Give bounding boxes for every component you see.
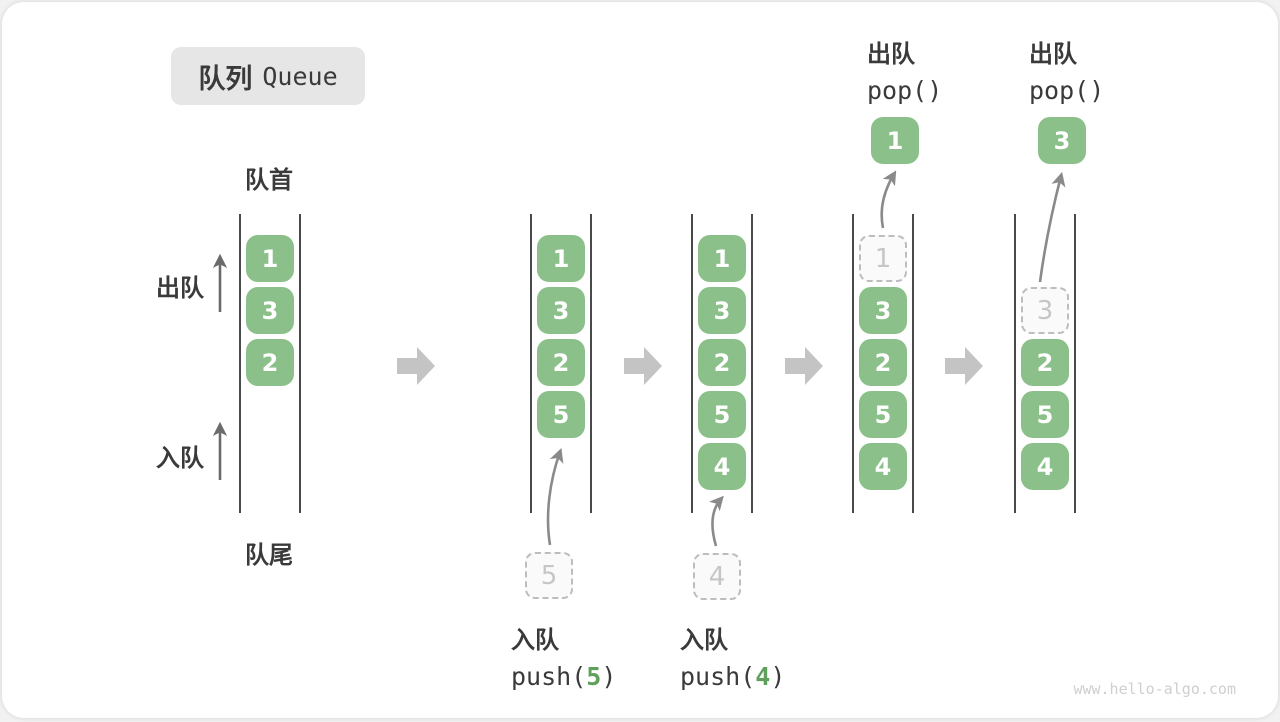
queue-cell: 3 xyxy=(698,287,746,334)
queue-wall xyxy=(530,214,532,513)
watermark: www.hello-algo.com xyxy=(1073,680,1236,698)
queue-cell: 4 xyxy=(1021,443,1069,490)
push-4-op-label: 入队 push(4) xyxy=(680,620,785,691)
queue-wall xyxy=(751,214,753,513)
dequeue-op-zh: 出队 xyxy=(1029,41,1077,68)
queue-cell: 1 xyxy=(698,235,746,282)
queue-wall xyxy=(299,214,301,513)
queue-cell: 3 xyxy=(859,287,907,334)
incoming-value-box: 4 xyxy=(693,553,741,600)
state-transition-arrow-icon xyxy=(624,347,662,385)
state-transition-arrow-icon xyxy=(785,347,823,385)
queue-cell: 4 xyxy=(859,443,907,490)
queue-wall xyxy=(1074,214,1076,513)
enqueue-op-zh: 入队 xyxy=(680,627,728,654)
queue-rear-label: 队尾 xyxy=(245,542,293,569)
pop-3-arrow-icon xyxy=(1038,171,1066,283)
queue-cell: 4 xyxy=(698,443,746,490)
removed-value-ghost: 3 xyxy=(1021,287,1069,334)
queue-wall xyxy=(912,214,914,513)
title-en: Queue xyxy=(262,61,338,91)
title-zh: 队列 xyxy=(198,63,253,94)
queue-cell: 5 xyxy=(537,391,585,438)
queue-wall xyxy=(239,214,241,513)
pop-3-op-label: 出队 pop() xyxy=(1029,34,1104,105)
enqueue-side-label: 入队 xyxy=(156,445,204,472)
state-transition-arrow-icon xyxy=(945,347,983,385)
queue-cell: 2 xyxy=(698,339,746,386)
popped-value-box: 3 xyxy=(1038,117,1086,164)
title-badge: 队列 Queue xyxy=(171,47,365,105)
queue-cell: 5 xyxy=(1021,391,1069,438)
pop-1-code: pop() xyxy=(867,76,943,105)
queue-cell: 5 xyxy=(859,391,907,438)
queue-wall xyxy=(852,214,854,513)
removed-value-ghost: 1 xyxy=(859,235,907,282)
queue-wall xyxy=(590,214,592,513)
dequeue-op-zh: 出队 xyxy=(867,41,915,68)
queue-cell: 2 xyxy=(1021,339,1069,386)
pop-1-arrow-icon xyxy=(880,170,897,229)
queue-cell: 1 xyxy=(537,235,585,282)
state-transition-arrow-icon xyxy=(397,347,435,385)
incoming-value-box: 5 xyxy=(525,552,573,599)
push-5-arrow-icon xyxy=(546,447,564,546)
queue-wall xyxy=(1014,214,1016,513)
push-5-code: push(5) xyxy=(511,662,617,691)
popped-value-box: 1 xyxy=(871,117,919,164)
pop-3-code: pop() xyxy=(1029,76,1105,105)
queue-wall xyxy=(691,214,693,513)
push-4-code: push(4) xyxy=(680,662,786,691)
queue-front-label: 队首 xyxy=(245,167,293,194)
queue-cell: 2 xyxy=(537,339,585,386)
dequeue-side-label: 出队 xyxy=(156,275,204,302)
queue-cell: 1 xyxy=(246,235,294,282)
queue-cell: 3 xyxy=(537,287,585,334)
queue-cell: 5 xyxy=(698,391,746,438)
push-5-op-label: 入队 push(5) xyxy=(511,620,616,691)
enqueue-op-zh: 入队 xyxy=(511,627,559,654)
queue-cell: 2 xyxy=(859,339,907,386)
pop-1-op-label: 出队 pop() xyxy=(867,34,942,105)
queue-cell: 3 xyxy=(246,287,294,334)
push-4-arrow-icon xyxy=(709,495,724,547)
queue-cell: 2 xyxy=(246,339,294,386)
